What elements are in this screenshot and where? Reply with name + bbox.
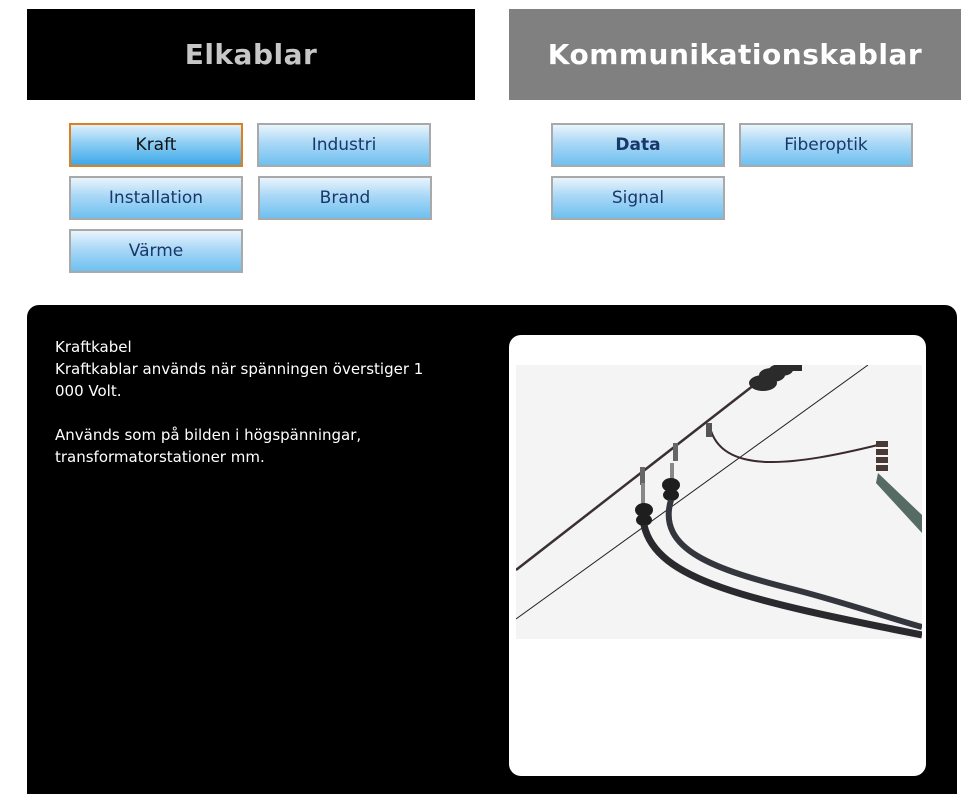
data-button[interactable]: Data [551,123,725,167]
power-cable-photo [516,365,922,639]
installation-button[interactable]: Installation [69,176,243,220]
description-title: Kraftkabel [55,338,132,356]
content-panel: Kraftkabel Kraftkablar används när spänn… [27,305,957,794]
varme-button[interactable]: Värme [69,229,243,273]
description-line-1: Kraftkablar används när spänningen övers… [55,360,424,400]
header-kommunikationskablar: Kommunikationskablar [509,9,961,100]
signal-button[interactable]: Signal [551,176,725,220]
industri-button[interactable]: Industri [257,123,431,167]
description-line-2: Används som på bilden i högspänningar, t… [55,426,362,466]
fiberoptik-button[interactable]: Fiberoptik [739,123,913,167]
kraft-button[interactable]: Kraft [69,123,243,167]
description: Kraftkabel Kraftkablar används när spänn… [55,336,435,468]
brand-button[interactable]: Brand [258,176,432,220]
image-card [509,335,926,776]
header-elkablar: Elkablar [27,9,475,100]
